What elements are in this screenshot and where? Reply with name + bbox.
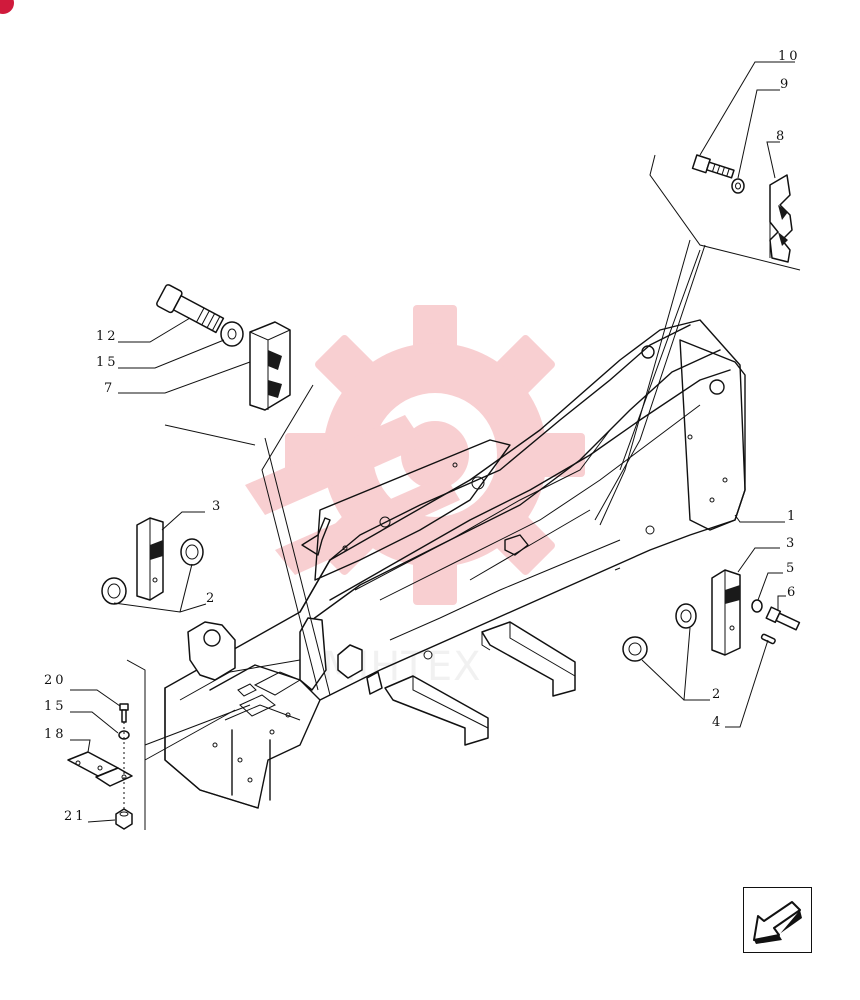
nav-arrow-button[interactable] (743, 887, 812, 953)
corner-badge (0, 0, 14, 14)
label-9: 9 (780, 77, 791, 92)
leader-lines (70, 61, 795, 830)
bushing-2-left-b (101, 577, 127, 605)
cross-tube-lower (384, 675, 489, 746)
bolt-6 (765, 606, 801, 631)
bushing-2-right-a (675, 603, 697, 629)
label-5: 5 (786, 561, 797, 576)
label-15-bottom: 15 (44, 699, 67, 714)
arrow-down-left-icon (753, 901, 802, 944)
pin-4 (760, 633, 776, 645)
label-3-right: 3 (786, 536, 797, 551)
part-labels: 10 9 8 12 15 7 3 2 1 3 5 6 2 4 20 15 18 … (44, 49, 801, 824)
washer-5 (751, 599, 763, 613)
bushing-2-left-a (180, 538, 204, 566)
cross-tube-upper (481, 621, 576, 697)
label-10: 10 (778, 49, 801, 64)
label-8: 8 (776, 129, 787, 144)
bolt-10 (691, 154, 735, 179)
label-6: 6 (787, 585, 798, 600)
block-3-right (711, 569, 741, 656)
label-21: 21 (64, 809, 87, 824)
bushing-2-right-b (622, 636, 648, 662)
block-3-left (136, 517, 164, 601)
label-4: 4 (712, 715, 723, 730)
nut-21 (115, 808, 133, 830)
label-15-top: 15 (96, 355, 119, 370)
washer-15-top (220, 321, 244, 347)
label-3-left: 3 (212, 499, 223, 514)
label-7: 7 (104, 381, 115, 396)
washer-9 (731, 178, 745, 194)
main-frame (164, 319, 746, 809)
clamp-8 (769, 174, 793, 263)
label-2-right: 2 (712, 687, 723, 702)
watermark-gear: MIHTEX (245, 305, 585, 690)
bolt-12 (156, 284, 225, 334)
tie-rods (144, 154, 801, 761)
plate-18 (67, 751, 133, 787)
label-20: 20 (44, 673, 67, 688)
clamp-7 (249, 321, 291, 411)
bolt-20 (119, 703, 129, 723)
label-12: 12 (96, 329, 119, 344)
label-2-left: 2 (206, 591, 217, 606)
label-1: 1 (787, 509, 798, 524)
label-18: 18 (44, 727, 67, 742)
